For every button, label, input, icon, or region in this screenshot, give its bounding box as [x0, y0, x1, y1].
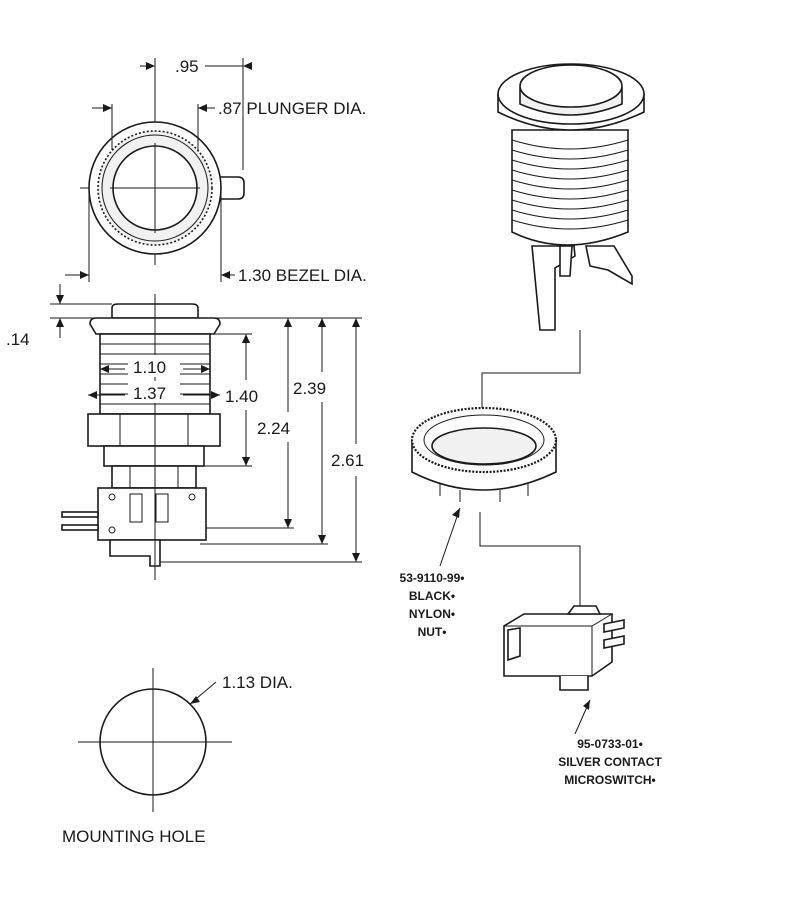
leader-button-to-nut	[481, 330, 581, 408]
dim-body-height: 1.40	[225, 387, 258, 406]
top-view: .95 .87 PLUNGER DIA. 1.30 BEZEL DIA.	[65, 57, 367, 285]
dim-bezel-thickness: .14	[6, 330, 30, 349]
nut-material: NYLON•	[409, 607, 455, 621]
isometric-button	[497, 63, 645, 331]
mounting-hole-label: MOUNTING HOLE	[62, 827, 206, 846]
nut-part-number: 53-9110-99•	[400, 571, 465, 585]
dim-mounting-hole-dia: 1.13 DIA.	[222, 673, 293, 692]
leader-nut-to-switch	[479, 512, 581, 612]
dim-inner-width: 1.10	[133, 358, 166, 377]
nut-color: BLACK•	[409, 589, 455, 603]
dim-height-224: 2.24	[257, 419, 290, 438]
nut-callout: 53-9110-99• BLACK• NYLON• NUT•	[400, 571, 465, 639]
dim-nut-width: 1.37	[133, 384, 166, 403]
nut-name: NUT•	[418, 625, 447, 639]
dim-plunger-dia: .87 PLUNGER DIA.	[218, 99, 366, 118]
microswitch-callout: 95-0733-01• SILVER CONTACT MICROSWITCH•	[558, 737, 662, 787]
dim-height-261: 2.61	[331, 451, 364, 470]
switch-part-number: 95-0733-01•	[577, 737, 643, 751]
mounting-hole-view: 1.13 DIA. MOUNTING HOLE	[62, 668, 293, 846]
side-view: .14 1.10 1.37 1.40 2.24	[6, 284, 364, 580]
switch-description: SILVER CONTACT	[558, 755, 662, 769]
microswitch	[503, 605, 625, 735]
dim-height-239: 2.39	[293, 379, 326, 398]
dim-housing-width: .95	[175, 57, 199, 76]
dim-bezel-dia: 1.30 BEZEL DIA.	[238, 266, 367, 285]
nylon-nut	[410, 406, 558, 567]
switch-name: MICROSWITCH•	[564, 773, 656, 787]
